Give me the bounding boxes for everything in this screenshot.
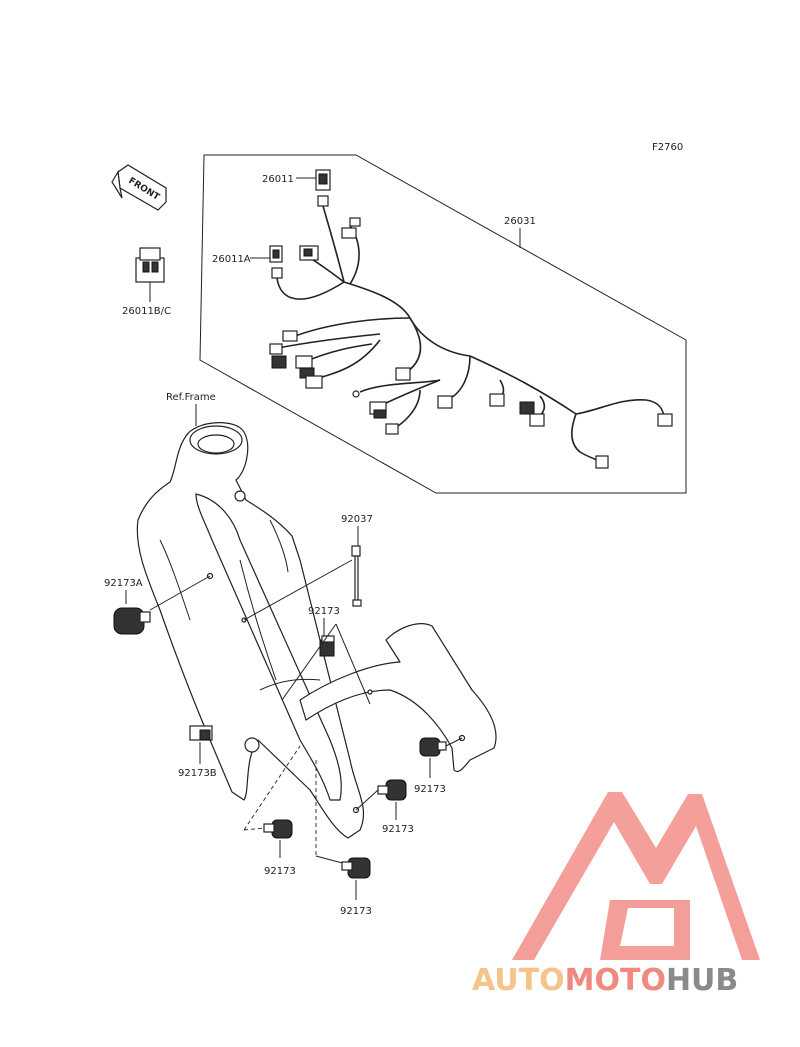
bolt-92173-4 <box>263 819 293 839</box>
label-26011a: 26011A <box>212 254 251 265</box>
watermark-logo-text: AUTOMOTOHUB <box>472 963 792 1003</box>
bolt-92173a <box>113 607 151 635</box>
connector-26011a <box>269 245 283 279</box>
harness-box <box>199 154 687 494</box>
label-92173b: 92173B <box>178 768 217 779</box>
motorcycle-frame <box>136 422 497 839</box>
clip-92173-1 <box>319 635 335 657</box>
bolt-92173-5 <box>341 857 371 879</box>
label-92173-5: 92173 <box>340 906 372 917</box>
label-92173-1: 92173 <box>308 606 340 617</box>
label-92173-3: 92173 <box>382 824 414 835</box>
watermark-logo-mark <box>512 792 760 960</box>
label-92173-2: 92173 <box>414 784 446 795</box>
label-92173-4: 92173 <box>264 866 296 877</box>
watermark-part-1: AUTO <box>472 963 565 998</box>
figure-code: F2760 <box>652 142 683 153</box>
label-26011: 26011 <box>262 174 294 185</box>
front-arrow-icon: FRONT <box>111 164 167 211</box>
wiring-harness-26031 <box>269 205 673 469</box>
label-92173a: 92173A <box>104 578 143 589</box>
watermark-part-2: MOTO <box>564 963 666 998</box>
relay-26011bc <box>135 247 165 302</box>
label-ref-frame: Ref.Frame <box>166 392 216 403</box>
label-26011bc: 26011B/C <box>122 306 171 317</box>
clip-92173b <box>189 725 213 741</box>
watermark-part-3: HUB <box>665 963 739 998</box>
connector-26011 <box>315 169 331 207</box>
clamp-92037 <box>351 545 362 607</box>
bolt-92173-3 <box>377 779 407 801</box>
bolt-92173-2 <box>419 737 447 757</box>
label-92037: 92037 <box>341 514 373 525</box>
label-26031: 26031 <box>504 216 536 227</box>
